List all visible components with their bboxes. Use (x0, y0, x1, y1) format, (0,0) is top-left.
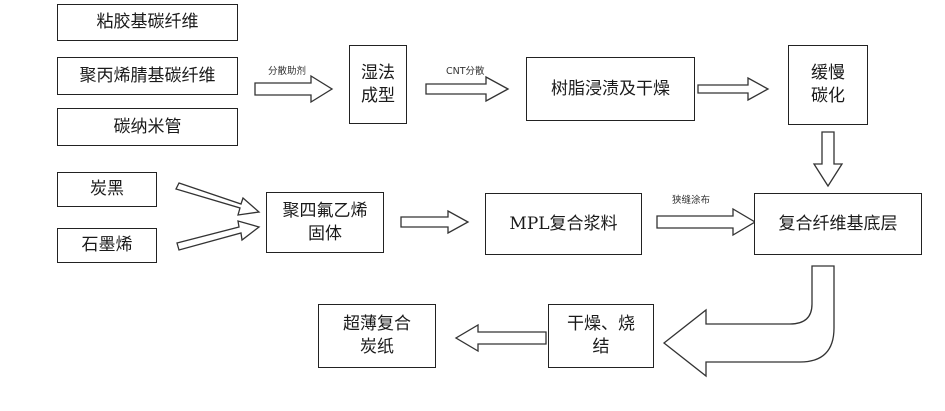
node-mpl-slurry: MPL复合浆料 (485, 193, 642, 255)
arrow-wetlaid-to-resin (426, 77, 508, 101)
node-ultra-thin-carbon-paper: 超薄复合 炭纸 (318, 304, 436, 368)
node-carbon-nanotube: 碳纳米管 (57, 108, 238, 146)
arrow-mpl-to-substrate (657, 209, 755, 235)
arrow-materials-to-wetlaid (255, 76, 332, 102)
edge-label-cnt-dispersion: CNT分散 (446, 63, 485, 77)
arrow-graphene-to-ptfe (177, 221, 259, 250)
arrow-substrate-to-drysinter (664, 266, 834, 376)
node-dry-sinter: 干燥、烧 结 (548, 304, 654, 368)
arrow-resin-to-slowcarb (698, 78, 768, 100)
node-graphene: 石墨烯 (57, 228, 157, 263)
node-composite-fiber-substrate: 复合纤维基底层 (754, 193, 922, 255)
edge-label-dispersant: 分散助剂 (268, 63, 306, 77)
node-ptfe-solid: 聚四氟乙烯 固体 (266, 192, 384, 253)
edge-label-slot-coating: 狭缝涂布 (672, 192, 710, 206)
node-slow-carbonization: 缓慢 碳化 (788, 45, 868, 125)
arrow-slowcarb-to-substrate (814, 132, 842, 186)
node-carbon-black: 炭黑 (57, 172, 157, 207)
arrow-carbonblack-to-ptfe (176, 183, 259, 215)
node-wet-laid-forming: 湿法 成型 (349, 45, 407, 124)
node-pan-carbon-fiber: 聚丙烯腈基碳纤维 (57, 57, 238, 95)
node-resin-impregnation: 树脂浸渍及干燥 (526, 57, 695, 121)
arrow-ptfe-to-mpl (401, 211, 468, 233)
node-viscose-carbon-fiber: 粘胶基碳纤维 (57, 4, 238, 41)
arrow-drysinter-to-paper (456, 325, 546, 351)
